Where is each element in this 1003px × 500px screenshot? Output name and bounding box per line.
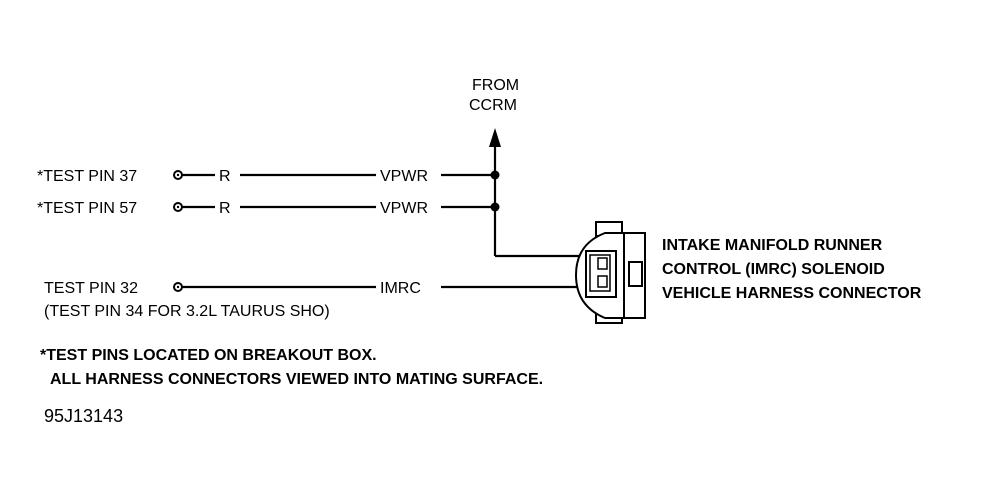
- circuit-label: VPWR: [380, 200, 428, 217]
- source-label-line2: CCRM: [469, 97, 517, 114]
- figure-id: 95J13143: [44, 406, 123, 426]
- circuit-label: VPWR: [380, 168, 428, 185]
- imrc-connector: [574, 221, 646, 324]
- pin-label-32: TEST PIN 32: [44, 280, 138, 297]
- arrow-up-icon: [489, 128, 501, 147]
- pin-note: (TEST PIN 34 FOR 3.2L TAURUS SHO): [44, 303, 330, 320]
- connector-label-line2: CONTROL (IMRC) SOLENOID: [662, 261, 885, 278]
- connector-label-line1: INTAKE MANIFOLD RUNNER: [662, 237, 883, 254]
- pin-label-37: *TEST PIN 37: [37, 168, 137, 185]
- pin-label-57: *TEST PIN 57: [37, 200, 137, 217]
- source-label-line1: FROM: [472, 77, 519, 94]
- wire-color-label: R: [219, 200, 231, 217]
- footnote-line2: ALL HARNESS CONNECTORS VIEWED INTO MATIN…: [50, 371, 543, 388]
- circuit-label: IMRC: [380, 280, 421, 297]
- footnote-line1: *TEST PINS LOCATED ON BREAKOUT BOX.: [40, 347, 377, 364]
- wire-color-label: R: [219, 168, 231, 185]
- connector-label-line3: VEHICLE HARNESS CONNECTOR: [662, 285, 922, 302]
